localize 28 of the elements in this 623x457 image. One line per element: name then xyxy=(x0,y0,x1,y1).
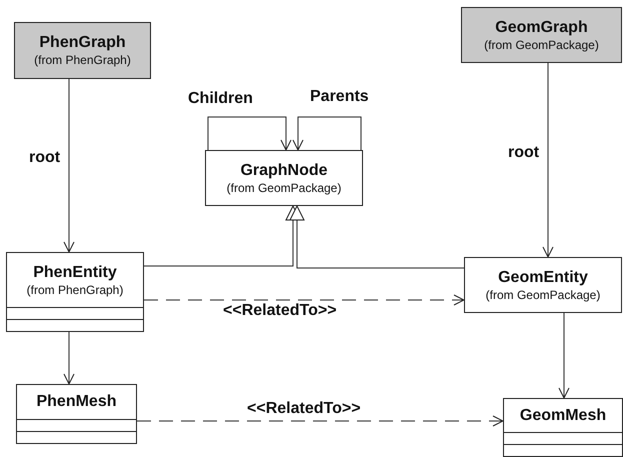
package-note: (from GeomPackage) xyxy=(486,288,600,302)
dependency-arrow xyxy=(144,294,464,306)
package-note: (from PhenGraph) xyxy=(26,282,124,296)
self-association-arrow xyxy=(292,116,362,150)
class-box xyxy=(461,7,622,63)
class-name: PhenGraph xyxy=(39,34,126,52)
class-name: PhenEntity xyxy=(33,264,117,282)
association-arrow xyxy=(64,332,74,384)
generalization-arrow xyxy=(290,206,464,268)
class-name: GraphNode xyxy=(240,162,328,180)
dependency-arrow xyxy=(136,416,504,426)
class-name: PhenMesh xyxy=(36,393,116,411)
package-note: (from PhenGraph) xyxy=(34,53,131,67)
class-box xyxy=(464,257,622,313)
association-arrow xyxy=(542,62,554,258)
class-name: GeomGraph xyxy=(495,18,588,36)
self-association-arrow xyxy=(208,116,292,150)
class-name: GeomMesh xyxy=(520,406,606,424)
class-box xyxy=(14,22,151,79)
class-name: GeomEntity xyxy=(498,268,588,286)
class-box xyxy=(16,384,137,444)
package-note: (from GeomPackage) xyxy=(484,38,599,52)
association-arrow xyxy=(558,312,570,398)
class-box xyxy=(503,398,623,457)
association-arrow xyxy=(64,78,74,252)
class-box xyxy=(6,252,144,332)
class-box xyxy=(205,150,363,206)
package-note: (from GeomPackage) xyxy=(226,180,342,194)
